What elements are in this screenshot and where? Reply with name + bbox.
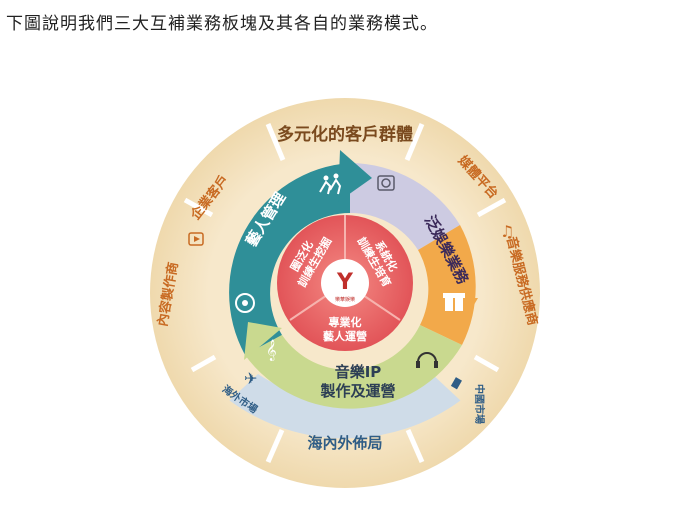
caption: 下圖說明我們三大互補業務板塊及其各自的業務模式。: [6, 14, 438, 34]
airplane-icon: ✈: [244, 369, 257, 388]
arrow-top: [338, 150, 372, 202]
label-china-market: 中國市場: [473, 384, 486, 424]
middle-ring-artist-management: [229, 163, 350, 355]
treble-clef-icon: 𝄞: [266, 340, 277, 361]
target-icon: [235, 293, 255, 313]
svg-text:✈: ✈: [244, 369, 257, 388]
music-note-icon: ♫: [500, 222, 514, 241]
outer-ring-dividers: [183, 123, 507, 464]
logo-mark: Y: [336, 270, 354, 295]
map-pin-icon: [450, 377, 462, 390]
logo-text: 樂華娛樂: [335, 296, 355, 303]
label-global-layout: 海內外佈局: [307, 434, 382, 452]
svg-text:𝄞: 𝄞: [266, 340, 277, 361]
gift-icon: [443, 293, 465, 311]
arrow-left: [244, 322, 282, 360]
headphones-icon: [416, 352, 438, 368]
svg-text:♫: ♫: [500, 222, 514, 241]
core-bottom-line1: 專業化: [329, 315, 362, 329]
middle-ring-music-ip: [245, 325, 462, 409]
logo-badge: [321, 259, 369, 307]
play-icon: [188, 232, 204, 246]
turntable-icon: [377, 175, 395, 191]
label-music-ip-line1: 音樂IP: [335, 363, 382, 381]
label-music-ip-line2: 製作及運營: [319, 382, 395, 400]
label-diverse-clients: 多元化的客戶群體: [277, 124, 413, 145]
core-bottom-line2: 藝人運營: [323, 329, 367, 343]
running-people-icon: [319, 173, 342, 195]
